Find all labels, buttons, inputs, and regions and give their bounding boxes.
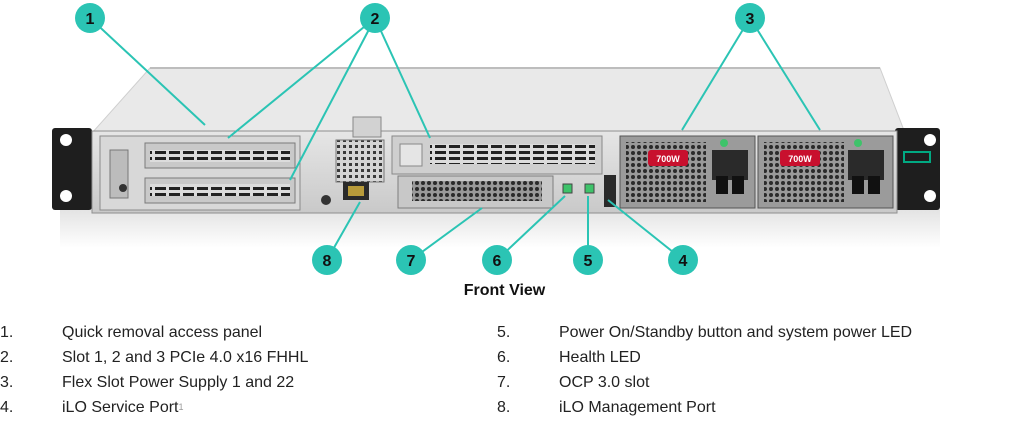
- vent-mesh: [335, 139, 385, 183]
- legend-number: 8.: [497, 399, 511, 416]
- power-supply-1: 700W: [619, 135, 756, 209]
- legend-text: iLO Service Port: [62, 399, 179, 416]
- legend-text: Power On/Standby button and system power…: [559, 324, 913, 341]
- ocp-slot: [397, 175, 554, 209]
- legend-item: 6. Health LED: [497, 345, 912, 370]
- ilo-management-port: [343, 182, 369, 200]
- pcie-slot-3: [391, 135, 603, 175]
- legend-number: 6.: [497, 349, 511, 366]
- callout-8: 8: [312, 245, 342, 275]
- legend-item: 7. OCP 3.0 slot: [497, 370, 912, 395]
- legend-text: iLO Management Port: [559, 399, 716, 416]
- hpe-logo: [903, 151, 931, 163]
- svg-text:5: 5: [584, 253, 593, 270]
- psu-1-label: 700W: [656, 154, 680, 164]
- callout-4: 4: [668, 245, 698, 275]
- legend-item: 8. iLO Management Port: [497, 395, 912, 420]
- callout-5: 5: [573, 245, 603, 275]
- legend-text: Health LED: [559, 349, 641, 366]
- figure-caption: Front View: [463, 282, 546, 299]
- legend-number: 1.: [0, 324, 14, 341]
- legend-text: Quick removal access panel: [62, 324, 263, 341]
- legend-right: 5. Power On/Standby button and system po…: [497, 320, 912, 420]
- svg-text:1: 1: [86, 11, 95, 28]
- legend-number: 7.: [497, 374, 511, 391]
- svg-text:6: 6: [493, 253, 502, 270]
- callout-6: 6: [482, 245, 512, 275]
- chassis-top: [90, 67, 906, 134]
- server-rear-diagram: 700W 700W 1 2 3: [52, 3, 940, 275]
- callout-1: 1: [75, 3, 105, 33]
- floor-shadow: [60, 208, 940, 248]
- legend-number: 2.: [0, 349, 14, 366]
- callout-leader-lines: [89, 17, 821, 261]
- legend-number: 3.: [0, 374, 14, 391]
- legend-text: OCP 3.0 slot: [559, 374, 650, 391]
- callout-2: 2: [360, 3, 390, 33]
- legend-item: 5. Power On/Standby button and system po…: [497, 320, 912, 345]
- rack-ear-left: [52, 128, 92, 210]
- svg-text:7: 7: [407, 253, 416, 270]
- power-button-led: [584, 183, 595, 194]
- health-led: [562, 183, 573, 194]
- psu-2-label: 700W: [788, 154, 812, 164]
- svg-text:8: 8: [323, 253, 332, 270]
- legend-text: Flex Slot Power Supply 1 and 22: [62, 374, 295, 391]
- footnote-marker: 1: [178, 402, 184, 412]
- svg-text:3: 3: [746, 11, 755, 28]
- legend-left: 1. Quick removal access panel 2. Slot 1,…: [0, 320, 308, 420]
- power-supply-2: 700W: [757, 135, 894, 209]
- callout-7: 7: [396, 245, 426, 275]
- legend-text: Slot 1, 2 and 3 PCIe 4.0 x16 FHHL: [62, 349, 309, 366]
- screw: [321, 195, 331, 205]
- ilo-service-port: [604, 175, 616, 207]
- rack-ear-right: [895, 128, 940, 210]
- svg-text:2: 2: [371, 11, 380, 28]
- legend-number: 4.: [0, 399, 14, 416]
- callout-3: 3: [735, 3, 765, 33]
- pcie-riser-left: [99, 135, 301, 211]
- legend-item: 1. Quick removal access panel: [0, 320, 308, 345]
- rear-latch: [352, 116, 382, 138]
- svg-text:4: 4: [679, 253, 688, 270]
- legend-item: 3. Flex Slot Power Supply 1 and 22: [0, 370, 308, 395]
- legend-number: 5.: [497, 324, 511, 341]
- legend-item: 2. Slot 1, 2 and 3 PCIe 4.0 x16 FHHL: [0, 345, 308, 370]
